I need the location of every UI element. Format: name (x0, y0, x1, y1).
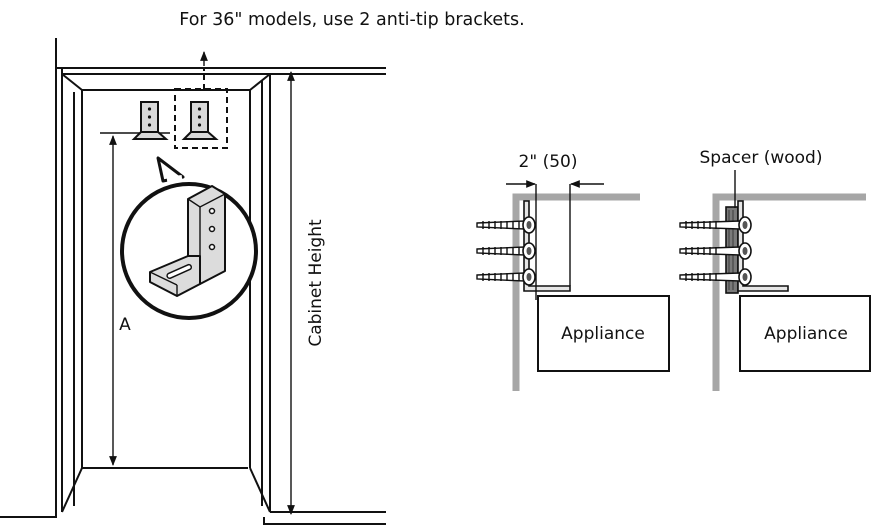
caption-text: For 36" models, use 2 anti-tip brackets. (179, 10, 524, 30)
dimension-a-label: A (119, 315, 131, 335)
cabinet-height-label: Cabinet Height (306, 219, 326, 347)
anti-tip-bracket-2 (174, 51, 228, 149)
l-bracket-icon (149, 185, 226, 297)
gap-dimension-label: 2" (50) (519, 152, 578, 172)
left-panel-top-edge (61, 73, 83, 91)
cabinet-front-view: A Cabinet Height (0, 38, 386, 525)
screw-6 (679, 268, 752, 286)
screw-3 (476, 268, 536, 286)
bracket-magnified-callout (120, 156, 258, 320)
appliance-box-gap (537, 295, 670, 372)
dimension-a: A (100, 132, 170, 469)
spacer-label: Spacer (wood) (700, 148, 823, 168)
appliance-label-spacer: Appliance (764, 324, 848, 344)
screw-5 (679, 242, 752, 260)
screw-1 (476, 216, 536, 234)
side-view-gap: 2" (50) Appliance (476, 152, 670, 391)
side-view-spacer: Spacer (wood) Appliance (679, 148, 871, 391)
appliance-box-spacer (739, 295, 871, 372)
appliance-label-gap: Appliance (561, 324, 645, 344)
wall-corner-gap (512, 193, 640, 391)
anti-tip-bracket-1 (131, 101, 169, 140)
optional-bracket-dashed-box (174, 88, 228, 149)
cabinet-outer-frame (55, 38, 386, 69)
cabinet-outer-left-edge (0, 68, 57, 518)
wall-corner-spacer (712, 193, 866, 391)
screw-4 (679, 216, 752, 234)
dimension-cabinet-height: Cabinet Height (287, 71, 326, 515)
screw-2 (476, 242, 536, 260)
